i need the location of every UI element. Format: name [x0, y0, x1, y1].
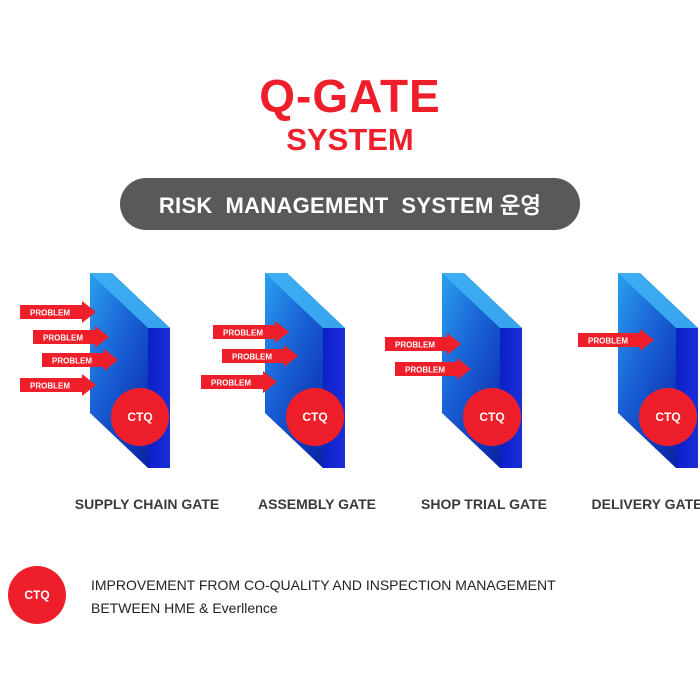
- title-q-gate: Q-GATE: [259, 70, 441, 122]
- problem-arrow-shape: [201, 371, 277, 393]
- problem-arrow-label: PROBLEM: [30, 309, 70, 318]
- gate-2: PROBLEM PROBLEM PROBLEM CTQ: [201, 273, 345, 468]
- problem-arrow: PROBLEM: [578, 329, 654, 351]
- problem-arrow-label: PROBLEM: [588, 337, 628, 346]
- gate-3: PROBLEM PROBLEM CTQ: [385, 273, 522, 468]
- problem-arrow-label: PROBLEM: [43, 334, 83, 343]
- gate-panel-top: [442, 273, 522, 328]
- problem-arrow-shape: [20, 374, 96, 396]
- problem-arrow-shape: [385, 333, 461, 355]
- gate-panel-top: [618, 273, 698, 328]
- gate-1: PROBLEM PROBLEM PROBLEM PROBLEM CTQ: [20, 273, 170, 468]
- problem-arrow-shape: [578, 329, 654, 351]
- problem-arrow-shape: [213, 321, 289, 343]
- problem-arrow-label: PROBLEM: [223, 329, 263, 338]
- problem-arrow-shape: [42, 349, 118, 371]
- legend-line-2: BETWEEN HME & Everllence: [91, 600, 278, 616]
- problem-arrow: PROBLEM: [201, 371, 277, 393]
- legend-description: IMPROVEMENT FROM CO-QUALITY AND INSPECTI…: [91, 574, 556, 620]
- problem-arrow: PROBLEM: [213, 321, 289, 343]
- problem-arrow: PROBLEM: [42, 349, 118, 371]
- legend-ctq-label: CTQ: [24, 588, 50, 602]
- ctq-circle-label: CTQ: [479, 410, 504, 424]
- problem-arrow-label: PROBLEM: [211, 379, 251, 388]
- title-system: SYSTEM: [286, 122, 414, 157]
- problem-arrow: PROBLEM: [20, 374, 96, 396]
- problem-arrow: PROBLEM: [33, 326, 109, 348]
- gate-panel-top: [265, 273, 345, 328]
- problem-arrow-label: PROBLEM: [405, 366, 445, 375]
- problem-arrow-label: PROBLEM: [395, 341, 435, 350]
- ctq-circle: [111, 388, 169, 446]
- problem-arrow: PROBLEM: [385, 333, 461, 355]
- gate-4: PROBLEM CTQ: [578, 273, 698, 468]
- problem-arrow-label: PROBLEM: [52, 357, 92, 366]
- problem-arrow: PROBLEM: [20, 301, 96, 323]
- gate-label-4: DELIVERY GATE: [591, 496, 700, 512]
- problem-arrow-shape: [395, 358, 471, 380]
- gate-label-1: SUPPLY CHAIN GATE: [74, 496, 220, 512]
- legend-line-1: IMPROVEMENT FROM CO-QUALITY AND INSPECTI…: [91, 577, 556, 593]
- ctq-circle-label: CTQ: [655, 410, 680, 424]
- ctq-circle: [286, 388, 344, 446]
- ctq-circle: [639, 388, 697, 446]
- subtitle-pill: RISK MANAGEMENT SYSTEM 운영: [120, 178, 580, 230]
- ctq-circle-label: CTQ: [302, 410, 327, 424]
- ctq-circle: [463, 388, 521, 446]
- problem-arrow: PROBLEM: [395, 358, 471, 380]
- problem-arrow-label: PROBLEM: [30, 382, 70, 391]
- problem-arrow-shape: [222, 345, 298, 367]
- problem-arrow-label: PROBLEM: [232, 353, 272, 362]
- ctq-circle-label: CTQ: [127, 410, 152, 424]
- gate-label-3: SHOP TRIAL GATE: [420, 496, 548, 512]
- gate-panel-top: [90, 273, 170, 328]
- problem-arrow-shape: [20, 301, 96, 323]
- legend-ctq-circle: CTQ: [8, 566, 66, 624]
- subtitle-text: RISK MANAGEMENT SYSTEM 운영: [158, 193, 542, 218]
- problem-arrow-shape: [33, 326, 109, 348]
- gate-label-2: ASSEMBLY GATE: [258, 496, 376, 512]
- q-gate-diagram: PROBLEMPROBLEMPROBLEMPROBLEMCTQPROBLEMPR…: [20, 273, 698, 468]
- problem-arrow: PROBLEM: [222, 345, 298, 367]
